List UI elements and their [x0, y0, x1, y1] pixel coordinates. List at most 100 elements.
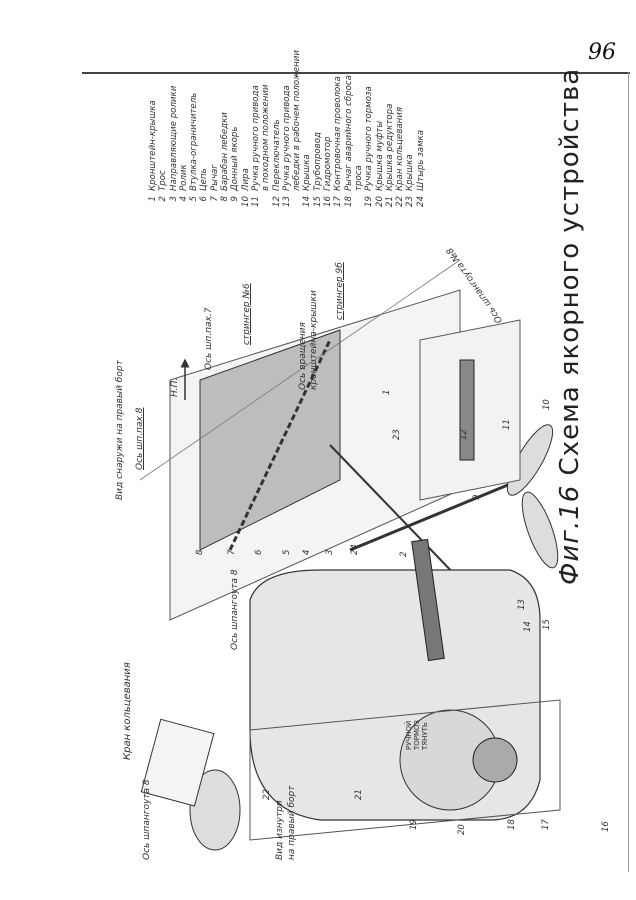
legend-number — [354, 196, 364, 210]
brake-plate-line: РУЧНОЙ — [405, 720, 413, 750]
legend-number: 24 — [415, 196, 426, 207]
label-rotation-axis-2: кронштейна-крышки — [309, 290, 319, 390]
legend-text: Контровочная проволока — [333, 76, 344, 191]
legend-item: троса — [354, 10, 364, 210]
callout-24: 24 — [350, 544, 360, 555]
legend-text: Лира — [240, 168, 251, 191]
legend-text: Кран кольцевания — [395, 106, 406, 191]
callout-7: 7 — [227, 549, 237, 555]
legend-text: Крышка — [302, 154, 313, 191]
callout-6: 6 — [254, 549, 264, 555]
callout-14: 14 — [523, 621, 533, 632]
callout-16: 16 — [601, 821, 611, 832]
winch-body — [249, 569, 541, 821]
legend-text: троса — [353, 165, 364, 191]
legend-text: Втулка-ограничитель — [189, 92, 200, 191]
label-frame7: Ось шп.пах.7 — [204, 307, 214, 371]
legend-item: 9 Донный якорь — [230, 10, 240, 210]
label-ring-valve: Кран кольцевания — [122, 662, 133, 760]
legend-item: 17 Контровочная проволока — [333, 10, 343, 210]
handle — [459, 359, 475, 461]
legend-text: Переключатель — [271, 119, 282, 191]
legend-number — [261, 196, 271, 210]
legend-item: 24 Штырь замка — [416, 10, 426, 210]
label-inside-view-1: Вид изнутри — [275, 800, 285, 860]
legend-text: Крышка редуктора — [384, 103, 395, 191]
legend-number: 23 — [405, 196, 416, 207]
legend-text: Ролик — [178, 164, 189, 191]
winch-handle — [411, 538, 445, 662]
legend-item: 13 Ручка ручного привода — [282, 10, 292, 210]
callout-9: 9 — [472, 494, 482, 500]
callout-17: 17 — [541, 819, 551, 830]
callout-10: 10 — [542, 399, 552, 410]
callout-5: 5 — [282, 549, 292, 555]
legend-text: Гидромотор — [323, 136, 334, 192]
legend-number: 4 — [178, 196, 189, 202]
legend-number — [292, 196, 302, 210]
winch-base — [249, 699, 561, 841]
frame-axis-line — [139, 259, 461, 481]
legend-item: в походном положении — [261, 10, 271, 210]
label-stringer6: стрингер №6 — [242, 283, 252, 345]
legend-text: Ручка ручного привода — [250, 85, 261, 191]
callout-11: 11 — [502, 419, 512, 430]
callout-15: 15 — [542, 619, 552, 630]
legend-item: 8 Барабан лебедки — [220, 10, 230, 210]
callout-23: 23 — [392, 429, 402, 440]
legend-number: 1 — [148, 196, 158, 202]
legend-text: Ручка ручного привода — [281, 85, 292, 191]
label-rotation-axis-1: Ось вращения — [298, 322, 308, 390]
callout-21: 21 — [354, 789, 364, 800]
legend-text: Донный якорь — [230, 126, 241, 191]
label-frame8-winch: Ось шпангоута 8 — [230, 569, 240, 650]
right-border-line — [628, 72, 629, 872]
legend-text: Ручка ручного тормоза — [364, 86, 375, 191]
legend-number: 12 — [271, 196, 282, 207]
legend-text: Штырь замка — [415, 129, 426, 191]
legend-number: 13 — [281, 196, 292, 207]
legend-number: 18 — [343, 196, 354, 207]
callout-18: 18 — [507, 819, 517, 830]
label-stringer9b: стрингер 9б — [335, 262, 345, 320]
top-border-line — [82, 72, 630, 74]
legend-number: 7 — [209, 196, 220, 202]
valve-plate — [140, 718, 215, 807]
legend-number: 6 — [199, 196, 210, 202]
callout-13: 13 — [517, 599, 527, 610]
label-inside-view-2: на правый борт — [287, 785, 297, 860]
label-frame8-top: Ось шп.пах.8 — [135, 407, 145, 471]
legend-number: 9 — [230, 196, 241, 202]
legend-number: 17 — [333, 196, 344, 207]
chain — [228, 339, 332, 551]
legend-number: 3 — [168, 196, 179, 202]
callout-19: 19 — [409, 819, 419, 830]
callout-8: 8 — [195, 549, 205, 555]
legend-text: Барабан лебедки — [220, 112, 231, 191]
legend-item: лебедки в рабочем положении — [292, 10, 302, 210]
legend-number: 20 — [374, 196, 385, 207]
legend-text: Рычаг аварийного сброса — [343, 75, 354, 191]
callout-4: 4 — [302, 549, 312, 555]
legend-number: 2 — [158, 196, 169, 202]
ring-valve — [189, 769, 241, 851]
legend-item: 4 Ролик — [179, 10, 189, 210]
legend-number: 5 — [189, 196, 200, 202]
legend-number: 15 — [312, 196, 323, 207]
callout-2: 2 — [399, 551, 409, 557]
legend-number: 8 — [220, 196, 231, 202]
